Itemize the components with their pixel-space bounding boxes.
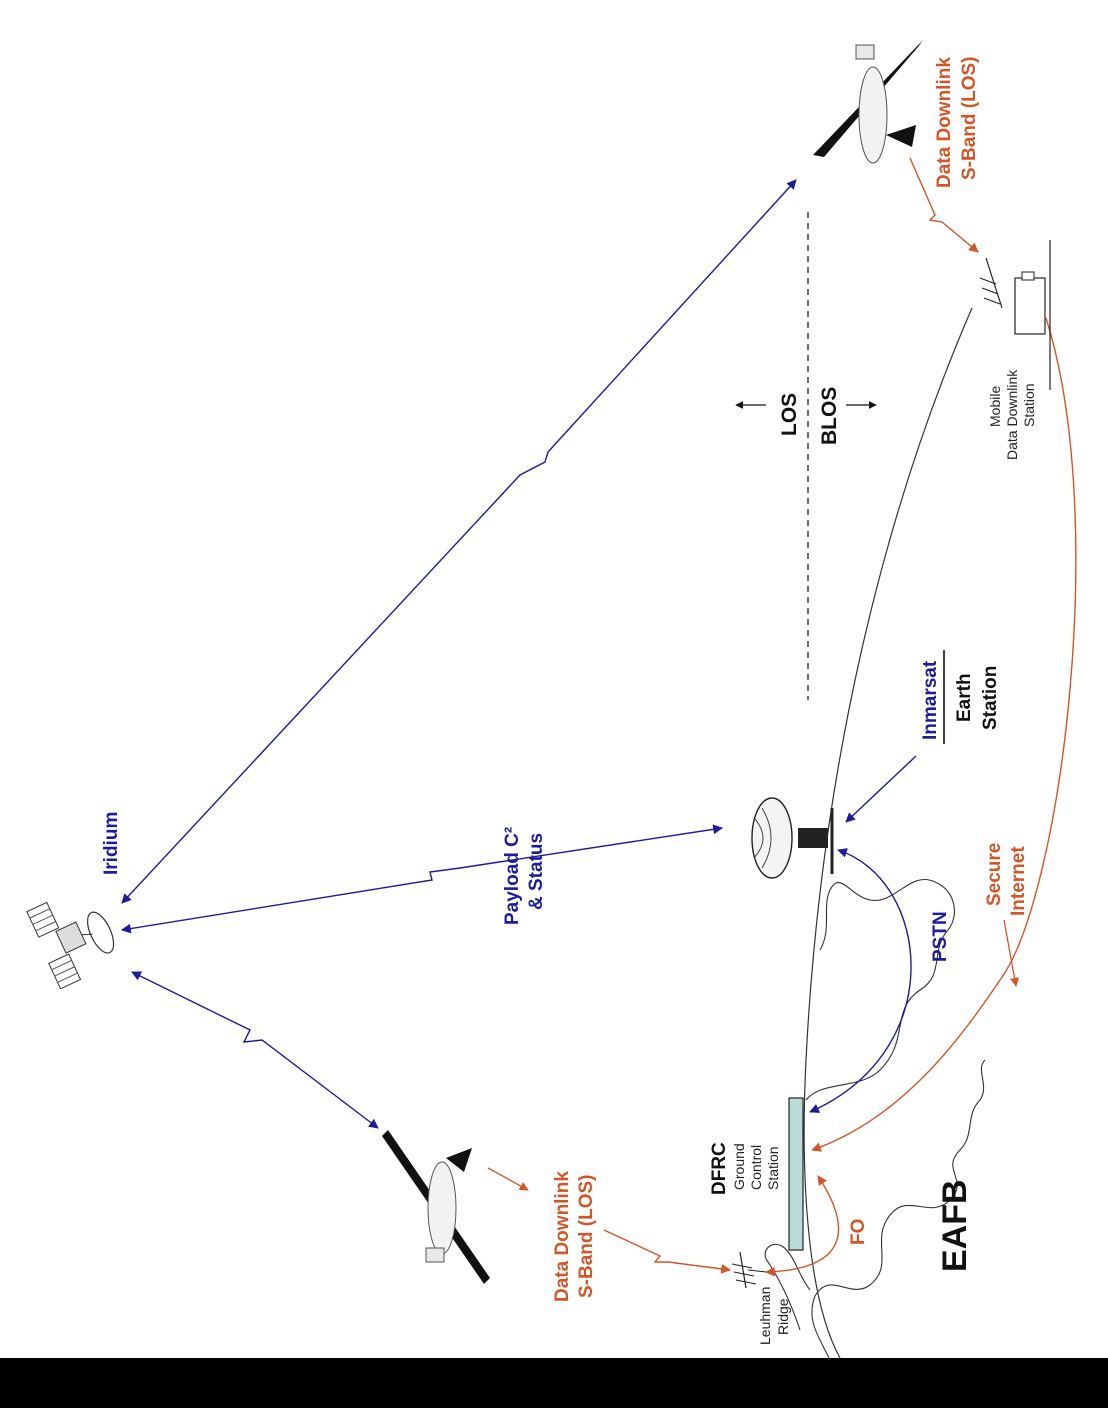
blos-label: BLOS — [818, 387, 841, 445]
mobile-station-line1: Mobile — [987, 386, 1003, 427]
secure-internet-line2: Internet — [1008, 846, 1029, 916]
dfrc-label: DFRC — [709, 1142, 730, 1195]
earth-station-label-line1: Earth — [954, 673, 975, 722]
data-downlink-bottom-line2: S-Band (LOS) — [576, 1175, 597, 1299]
terrain-outline — [811, 1059, 986, 1361]
pstn-label: PSTN — [930, 911, 951, 962]
link-bottom-uav-to-label — [487, 1167, 529, 1191]
link-iridium-to-top-uav — [121, 179, 797, 904]
leuhman-ridge-line2: Ridge — [775, 1298, 791, 1335]
eafb-label: EAFB — [936, 1179, 974, 1272]
payload-label-line1: Payload C² — [502, 827, 523, 925]
ground-control-station-box — [788, 1097, 804, 1251]
mobile-station-line2: Data Downlink — [1004, 369, 1020, 460]
leuhman-ridge-line1: Leuhman — [757, 1287, 773, 1345]
mobile-station-truck-icon — [979, 240, 1051, 390]
secure-internet-line1: Secure — [984, 843, 1005, 906]
uav-aircraft-bottom-icon — [382, 1130, 490, 1284]
link-top-uav-to-mobile — [909, 157, 979, 253]
ridge-antenna-icon — [731, 1251, 767, 1289]
gcs-label-line2: Control — [748, 1145, 764, 1190]
secure-internet-pointer — [1003, 919, 1020, 987]
earth-station-label-line2: Station — [980, 666, 1001, 730]
iridium-label: Iridium — [101, 812, 122, 875]
gcs-label-line1: Ground — [731, 1143, 747, 1190]
inmarsat-label: Inmarsat — [920, 660, 941, 740]
inmarsat-dish-icon — [751, 797, 834, 879]
data-downlink-top-line2: S-Band (LOS) — [959, 57, 980, 181]
link-downlink-to-ridge — [603, 1229, 731, 1274]
link-secure-internet — [811, 317, 1077, 1152]
link-pstn — [809, 848, 912, 1113]
los-label: LOS — [778, 393, 801, 436]
label-group: Iridium Payload C² & Status Data Downlin… — [101, 57, 1037, 1346]
payload-label-line2: & Status — [526, 833, 547, 910]
link-iridium-to-earth-station — [121, 824, 723, 934]
mobile-station-line3: Station — [1021, 383, 1037, 427]
link-iridium-to-bottom-uav — [131, 971, 379, 1129]
gcs-label-line3: Station — [765, 1146, 781, 1190]
data-downlink-top-line1: Data Downlink — [934, 57, 955, 188]
iridium-satellite-icon — [26, 901, 115, 990]
uav-aircraft-top-icon — [813, 40, 923, 164]
link-inmarsat-to-dish — [845, 755, 917, 823]
data-downlink-bottom-line1: Data Downlink — [552, 1171, 573, 1302]
link-fo — [765, 1175, 840, 1277]
fo-label: FO — [848, 1219, 869, 1245]
